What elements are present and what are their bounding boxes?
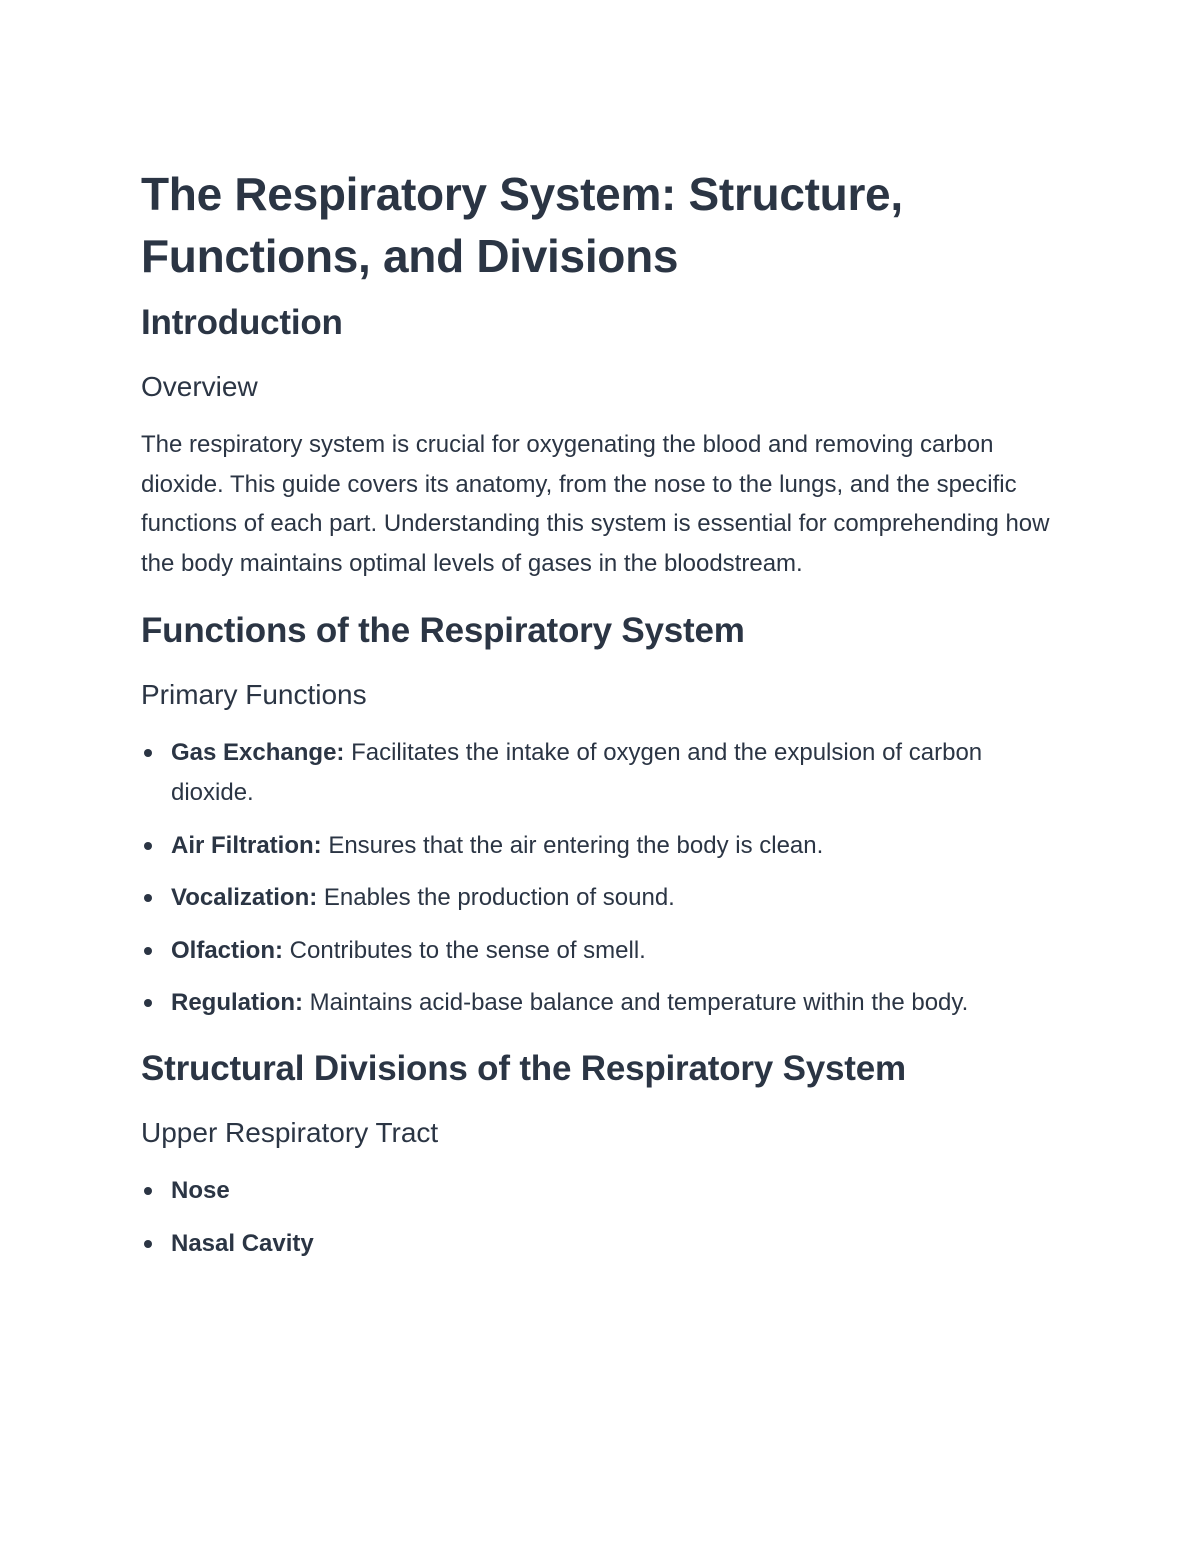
section-heading-introduction: Introduction xyxy=(141,303,343,342)
list-item-term: Air Filtration: xyxy=(171,831,322,859)
list-item: Vocalization: Enables the production of … xyxy=(141,878,1061,918)
bullet-icon xyxy=(144,894,152,903)
list-item: Nasal Cavity xyxy=(141,1224,1061,1264)
list-item-term: Regulation: xyxy=(171,989,303,1017)
bullet-icon xyxy=(144,1186,152,1195)
list-item-term: Nasal Cavity xyxy=(171,1229,314,1257)
list-item: Gas Exchange: Facilitates the intake of … xyxy=(141,733,1061,812)
list-item-term: Vocalization: xyxy=(171,884,318,912)
list-item-term: Gas Exchange: xyxy=(171,739,345,767)
list-item: Regulation: Maintains acid-base balance … xyxy=(141,983,1061,1023)
list-item: Olfaction: Contributes to the sense of s… xyxy=(141,931,1061,971)
document-title: The Respiratory System: Structure, Funct… xyxy=(141,168,903,282)
upper-tract-list: Nose Nasal Cavity xyxy=(141,1171,1061,1263)
list-item-term: Nose xyxy=(171,1176,230,1204)
list-item-term: Olfaction: xyxy=(171,936,283,964)
list-item: Nose xyxy=(141,1171,1061,1211)
bullet-icon xyxy=(144,1239,152,1248)
bullet-icon xyxy=(144,999,152,1008)
bullet-icon xyxy=(144,946,152,955)
list-item-description: Enables the production of sound. xyxy=(317,884,675,912)
subheading-upper-respiratory-tract: Upper Respiratory Tract xyxy=(141,1116,439,1148)
bullet-icon xyxy=(144,749,152,758)
list-item-description: Maintains acid-base balance and temperat… xyxy=(303,989,969,1017)
list-item-description: Ensures that the air entering the body i… xyxy=(321,831,824,859)
section-heading-functions: Functions of the Respiratory System xyxy=(141,611,745,651)
subheading-overview: Overview xyxy=(141,371,258,402)
functions-list: Gas Exchange: Facilitates the intake of … xyxy=(141,733,1061,1023)
list-item-description: Facilitates the intake of oxygen and the… xyxy=(171,739,983,806)
document-page: The Respiratory System: Structure, Funct… xyxy=(141,163,1061,1263)
section-heading-structural-divisions: Structural Divisions of the Respiratory … xyxy=(141,1048,906,1088)
list-item: Air Filtration: Ensures that the air ent… xyxy=(141,826,1061,866)
list-item-description: Contributes to the sense of smell. xyxy=(283,936,646,964)
bullet-icon xyxy=(144,841,152,850)
subheading-primary-functions: Primary Functions xyxy=(141,679,367,711)
overview-paragraph: The respiratory system is crucial for ox… xyxy=(141,431,1050,577)
